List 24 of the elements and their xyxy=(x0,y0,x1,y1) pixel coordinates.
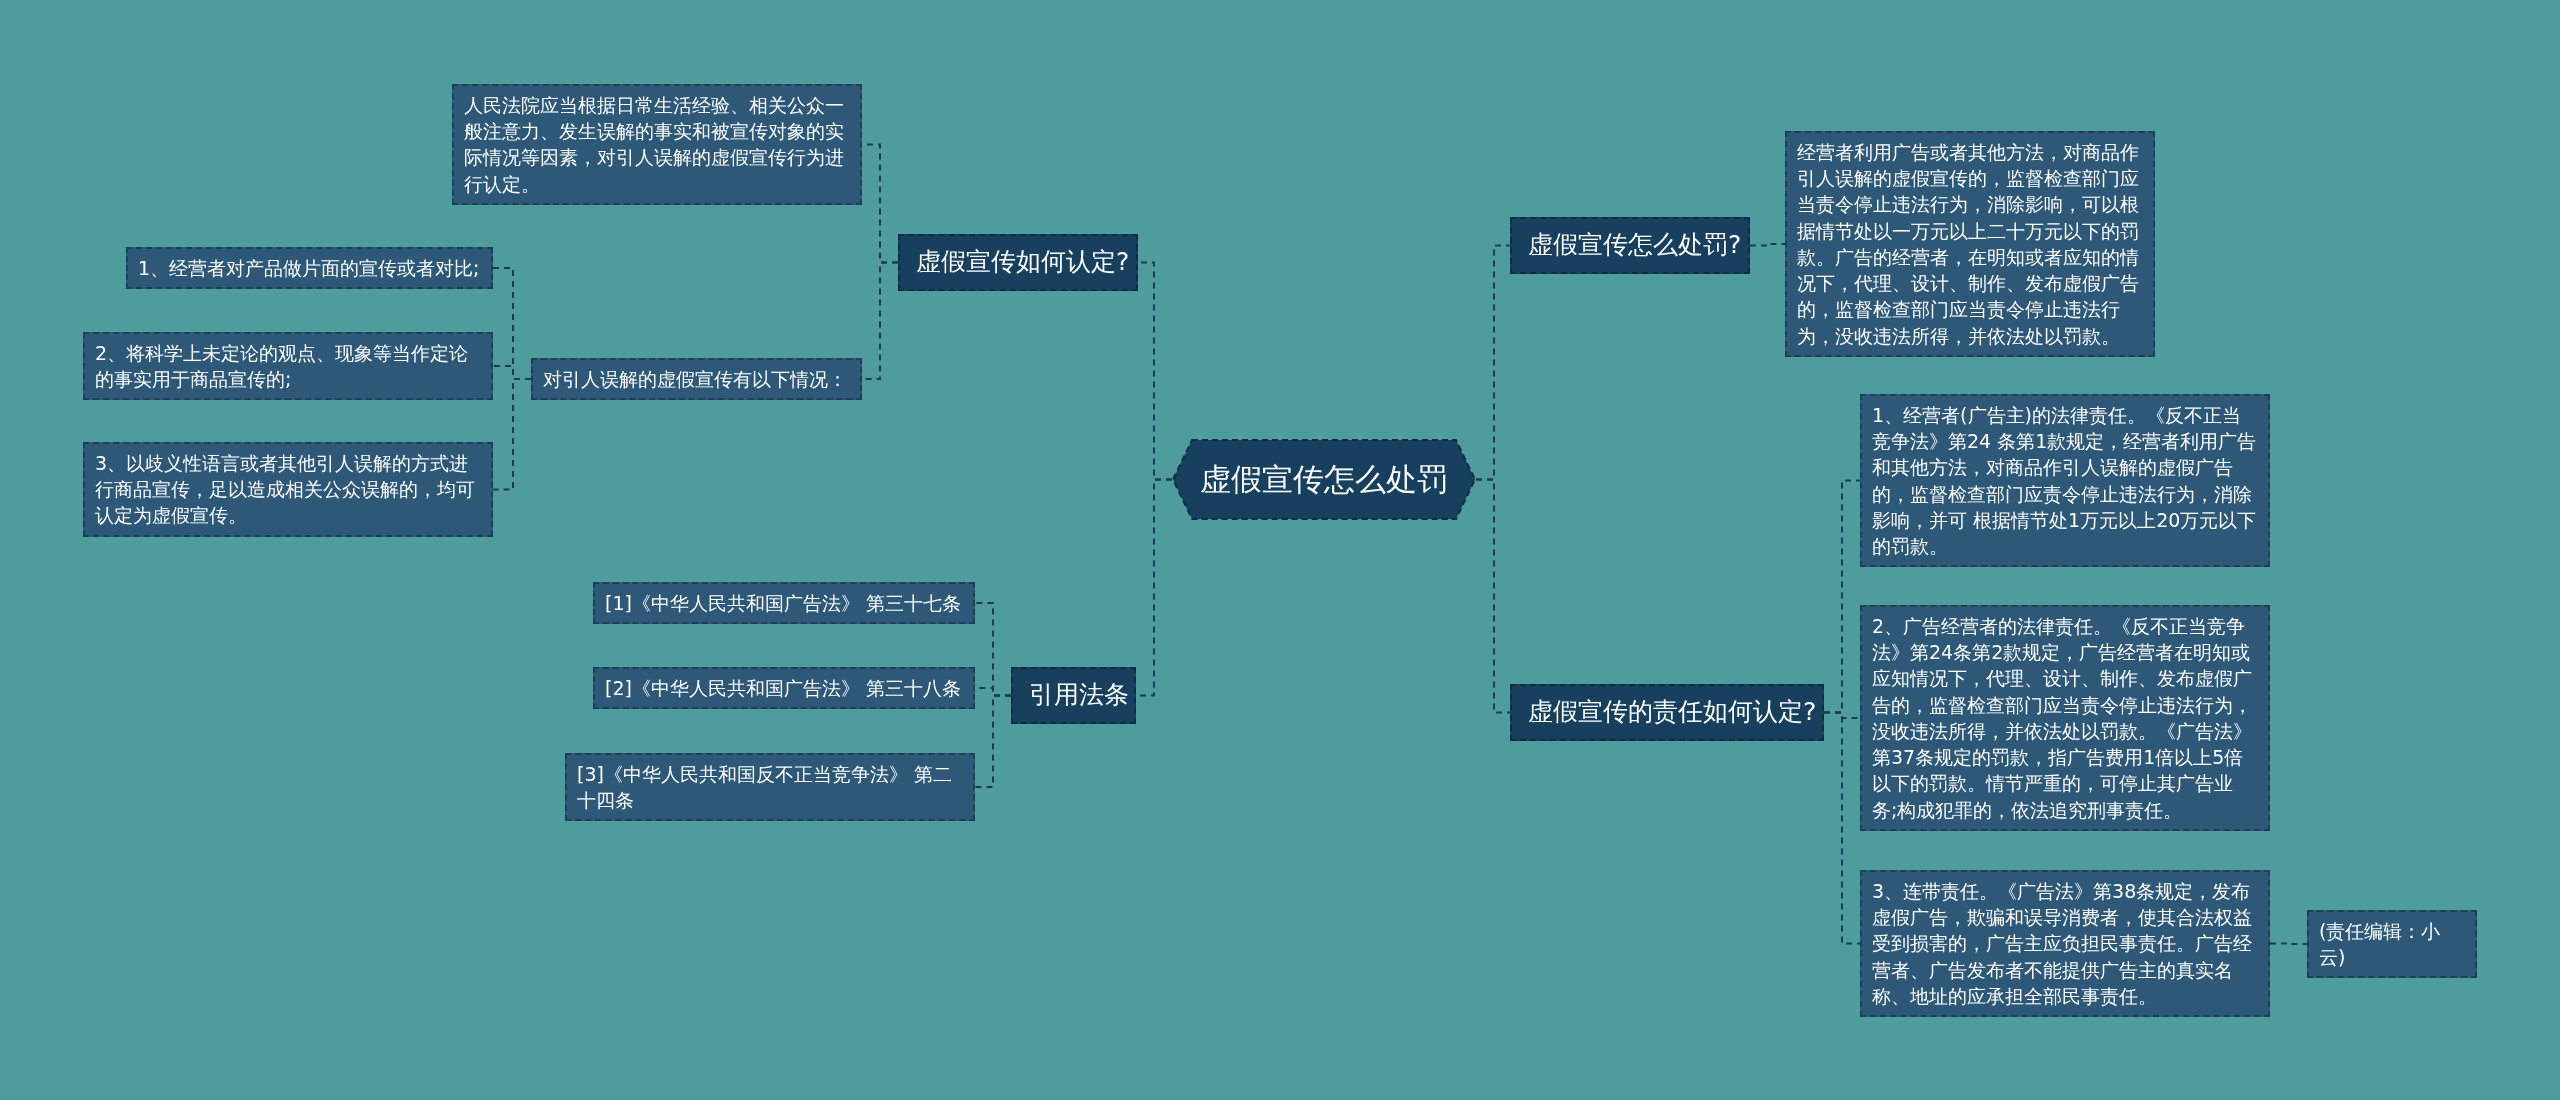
central-topic-title: 虚假宣传怎么处罚 xyxy=(1199,460,1449,499)
note-box: 3、以歧义性语言或者其他引人误解的方式进行商品宣传，足以造成相关公众误解的，均可认定为虚假宣传。 xyxy=(83,442,493,537)
note-box: 1、经营者(广告主)的法律责任。《反不正当竞争法》第24 条第1款规定，经营者利用广告和其他方法，对商品作引人误解的虚假广告的，监督检查部门应责令停止违法行为，消除影响，并可 根据情节处1万元以上20万元以下的罚款。 xyxy=(1860,394,2270,568)
note-box: 经营者利用广告或者其他方法，对商品作引人误解的虚假宣传的，监督检查部门应当责令停止违法行为，消除影响，可以根据情节处以一万元以上二十万元以下的罚款。广告的经营者，在明知或者应知的情况下，代理、设计、制作、发布虚假广告的，监督检查部门应当责令停止违法行为，没收违法所得，并依法处以罚款。 xyxy=(1785,131,2155,357)
note-box: [1]《中华人民共和国广告法》 第三十七条 xyxy=(593,582,975,625)
note-box: 人民法院应当根据日常生活经验、相关公众一般注意力、发生误解的事实和被宣传对象的实际情况等因素，对引人误解的虚假宣传行为进行认定。 xyxy=(452,84,862,205)
note-box: 2、广告经营者的法律责任。《反不正当竞争法》第24条第2款规定，广告经营者在明知或应知情况下，代理、设计、制作、发布虚假广告的，监督检查部门应当责令停止违法行为，没收违法所得，并依法处以罚款。《广告法》第37条规定的罚款，指广告费用1倍以上5倍以下的罚款。情节严重的，可停止其广告业务;构成犯罪的，依法追究刑事责任。 xyxy=(1860,605,2270,831)
connector xyxy=(492,378,532,491)
topic-box: 虚假宣传怎么处罚? xyxy=(1510,217,1750,274)
topic-box: 虚假宣传的责任如何认定? xyxy=(1510,684,1824,741)
note-box: [2]《中华人民共和国广告法》 第三十八条 xyxy=(593,667,975,710)
note-box: 3、连带责任。《广告法》第38条规定，发布虚假广告，欺骗和误导消费者，使其合法权益受到损害的，广告主应负担民事责任。广告经营者、广告发布者不能提供广告主的真实名称、地址的应承担全部民事责任。 xyxy=(1860,870,2270,1018)
topic-box: 引用法条 xyxy=(1011,667,1136,724)
note-box: 对引人误解的虚假宣传有以下情况： xyxy=(531,358,862,401)
connector xyxy=(1749,243,1786,247)
note-box: (责任编辑：小云) xyxy=(2307,910,2477,979)
connector xyxy=(1823,711,1861,945)
note-box: [3]《中华人民共和国反不正当竞争法》 第二十四条 xyxy=(565,753,975,822)
topic-box: 虚假宣传如何认定? xyxy=(898,234,1138,291)
note-box: 1、经营者对产品做片面的宣传或者对比; xyxy=(126,247,493,290)
connector xyxy=(974,694,1012,788)
connector xyxy=(2269,942,2308,945)
connector xyxy=(1475,478,1511,714)
note-box: 2、将科学上未定论的观点、现象等当作定论的事实用于商品宣传的; xyxy=(83,332,493,401)
